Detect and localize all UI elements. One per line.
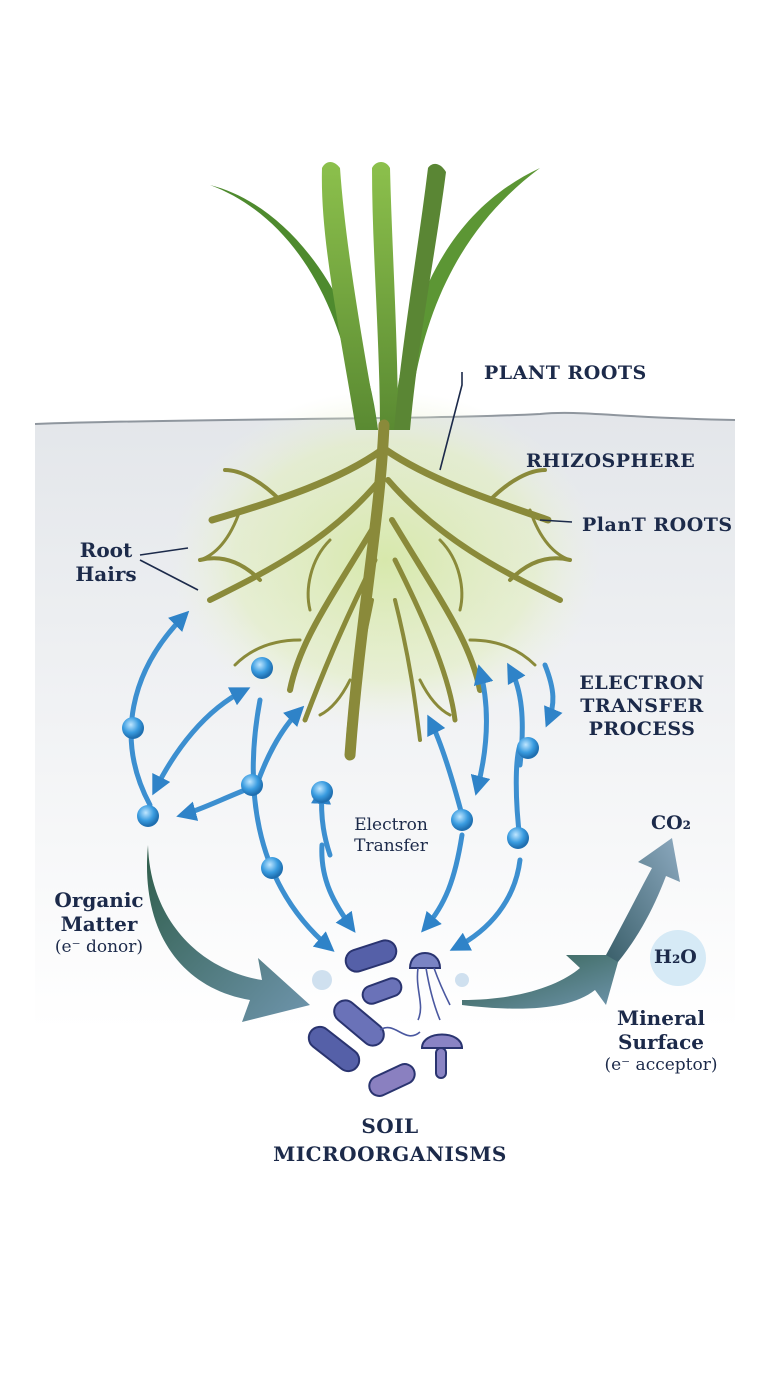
label-om-line3: (e⁻ donor): [54, 936, 144, 957]
electron: [137, 805, 159, 827]
label-om-line1: Organic: [54, 888, 144, 912]
mineral-surface-arrow: [462, 955, 620, 1009]
plant-root-system: [198, 419, 572, 761]
label-co2: CO₂: [651, 812, 691, 834]
electron: [122, 717, 144, 739]
microbe-bubble: [455, 973, 469, 987]
label-etp-line2: TRANSFER: [580, 695, 704, 718]
protist: [408, 952, 442, 969]
label-etp-line1: ELECTRON: [579, 672, 705, 694]
organic-matter-arrow: [146, 845, 310, 1022]
microbe-bubble: [312, 970, 332, 990]
label-h2o: H₂O: [654, 946, 697, 968]
electron: [517, 737, 539, 759]
protist-tendrils: [416, 967, 451, 1021]
fungus-cap: [420, 1033, 464, 1049]
electron: [261, 857, 283, 879]
electron: [241, 774, 263, 796]
label-om-line2: Matter: [60, 912, 138, 937]
label-sm-line1: SOIL: [361, 1114, 419, 1138]
label-root-hairs-line1: Root: [79, 538, 133, 562]
label-electron-transfer: Electron Transfer: [336, 815, 446, 856]
hypha: [379, 1026, 421, 1037]
label-et-line2: Transfer: [354, 835, 428, 856]
electron: [251, 657, 273, 679]
label-plant-roots-top: PLANT ROOTS: [484, 362, 647, 384]
soil-microorganisms: [307, 939, 469, 1097]
label-sm-line2: MICROORGANISMS: [273, 1142, 507, 1166]
label-organic-matter: Organic Matter (e⁻ donor): [40, 888, 158, 958]
bacterium: [368, 1063, 416, 1097]
label-etp-line3: PROCESS: [588, 718, 696, 741]
electron: [451, 809, 473, 831]
label-mineral-surface: Mineral Surface (e⁻ acceptor): [586, 1006, 736, 1076]
electron-transfer-arrows: [128, 610, 563, 952]
label-root-hairs-line2: Hairs: [75, 562, 137, 587]
bacterium: [344, 939, 398, 973]
electron: [311, 781, 333, 803]
electron: [507, 827, 529, 849]
label-ms-line2: Surface: [618, 1030, 704, 1055]
label-root-hairs: Root Hairs: [56, 538, 156, 587]
label-soil-microorganisms: SOIL MICROORGANISMS: [250, 1112, 530, 1168]
label-et-line1: Electron: [354, 815, 428, 835]
label-ms-line3: (e⁻ acceptor): [604, 1054, 718, 1075]
label-rhizosphere: RHIZOSPHERE: [526, 450, 696, 472]
leader-lines: [139, 372, 573, 591]
label-plant-roots-side: PlanT ROOTS: [582, 514, 733, 536]
bacterium: [307, 1025, 361, 1073]
bacterium: [361, 977, 403, 1005]
electron-particles: [122, 657, 539, 879]
h2o-molecule: [650, 930, 706, 986]
plant-leaves: [210, 162, 540, 430]
label-ms-line1: Mineral: [616, 1006, 706, 1030]
label-electron-transfer-process: ELECTRON TRANSFER PROCESS: [568, 672, 716, 742]
co2-release-arrow: [606, 838, 680, 962]
fungus-stalk: [435, 1047, 447, 1079]
rhizosphere-zone: [170, 390, 600, 730]
bacterium: [333, 999, 385, 1047]
